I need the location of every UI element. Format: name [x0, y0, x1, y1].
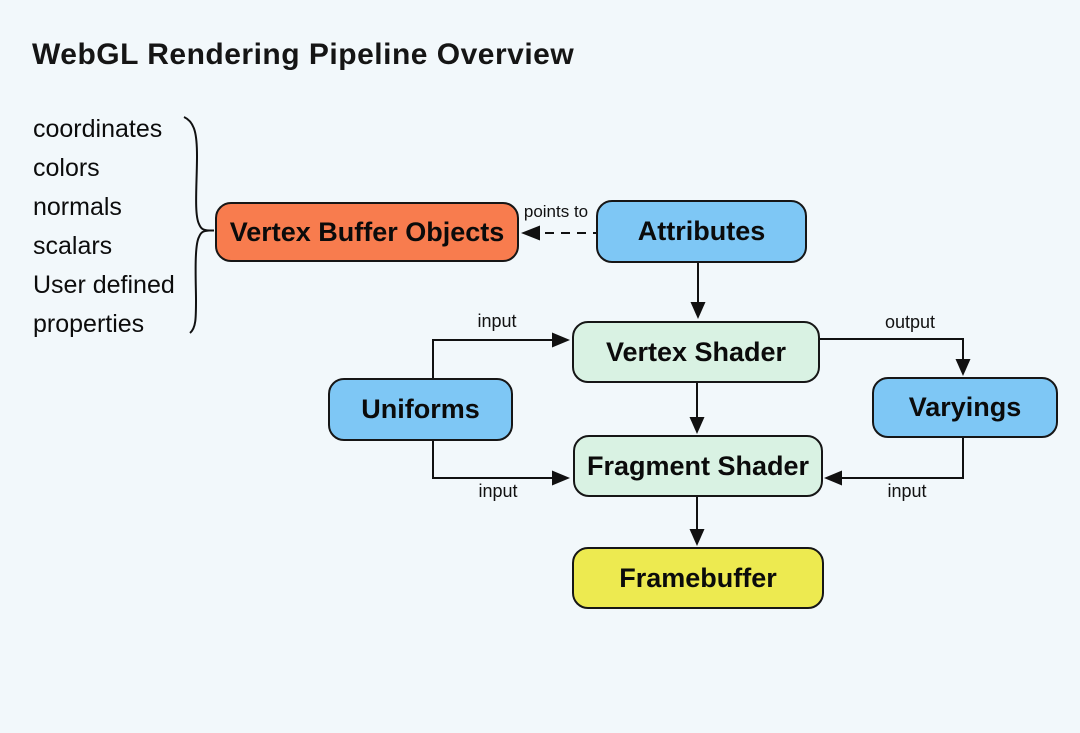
- arrowhead-right: [552, 470, 570, 486]
- edge-uniforms-to-fragment-shader: [432, 441, 553, 479]
- node-uniforms: Uniforms: [328, 378, 513, 441]
- node-attributes: Attributes: [596, 200, 807, 263]
- edge-label-input-varyings-fragment: input: [887, 481, 927, 501]
- list-item: properties: [33, 310, 145, 338]
- list-item: coordinates: [33, 115, 163, 143]
- edge-label-input-uniforms-fragment: input: [478, 481, 518, 501]
- arrowhead-down: [689, 529, 705, 546]
- list-item: scalars: [33, 232, 113, 260]
- brace-shape: [183, 116, 210, 334]
- node-fragment-shader: Fragment Shader: [573, 435, 823, 497]
- node-framebuffer: Framebuffer: [572, 547, 824, 609]
- list-item: User defined: [33, 271, 175, 299]
- edge-uniforms-to-vertex-shader: [432, 339, 553, 378]
- arrowhead-left: [521, 225, 540, 241]
- page-title: WebGL Rendering Pipeline Overview: [32, 38, 575, 71]
- vbo-attribute-list: coordinates colors normals scalars User …: [33, 110, 175, 344]
- node-label: Uniforms: [361, 394, 480, 424]
- edge-vertex-to-varyings: [820, 338, 964, 361]
- node-label: Varyings: [908, 392, 1022, 422]
- list-item: colors: [33, 154, 100, 182]
- edge-label-points-to: points to: [523, 202, 589, 221]
- arrowhead-left: [824, 470, 842, 486]
- edge-label-output-vertex-varyings: output: [884, 312, 936, 332]
- node-label: Attributes: [637, 216, 766, 246]
- arrowhead-right: [552, 332, 570, 348]
- list-item: normals: [33, 193, 122, 221]
- node-vertex-buffer-objects: Vertex Buffer Objects: [215, 202, 519, 262]
- arrowhead-down: [690, 302, 706, 319]
- node-varyings: Varyings: [872, 377, 1058, 438]
- node-label: Vertex Shader: [605, 336, 787, 367]
- node-label: Vertex Buffer Objects: [229, 216, 505, 247]
- edge-label-input-uniforms-vertex: input: [477, 311, 517, 331]
- arrowhead-down: [689, 417, 705, 434]
- node-vertex-shader: Vertex Shader: [572, 321, 820, 383]
- arrowhead-down: [955, 359, 971, 376]
- node-label: Framebuffer: [619, 562, 777, 593]
- edge-varyings-to-fragment: [840, 438, 964, 479]
- node-label: Fragment Shader: [586, 450, 810, 481]
